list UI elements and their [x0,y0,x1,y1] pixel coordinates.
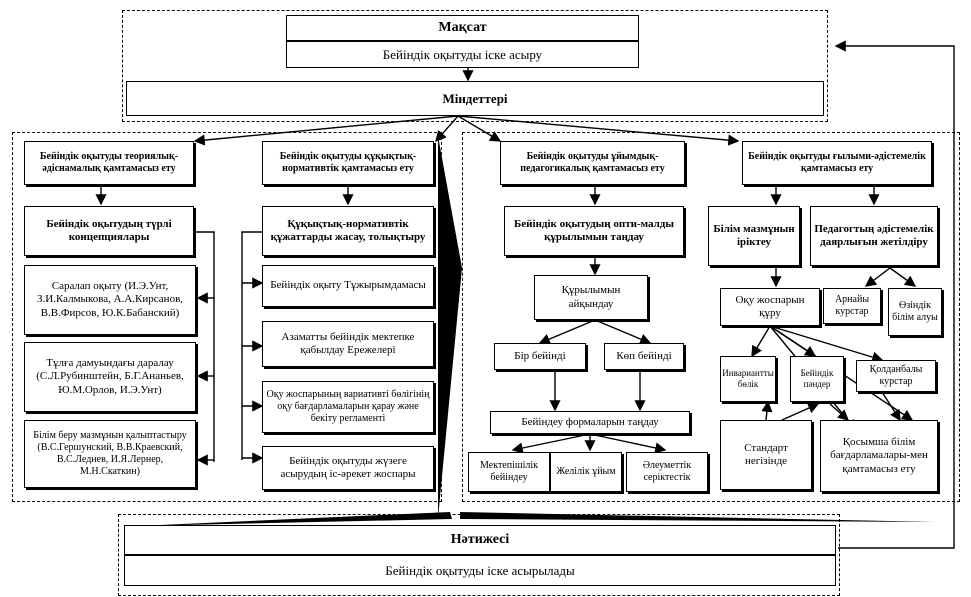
branch-theory: Бейіндік оқытуды теориялық-әдіснамалық қ… [24,141,194,185]
goal-title: Мақсат [286,15,639,41]
goal-text: Бейіндік оқытуды іске асыру [286,41,639,68]
org-multi: Көп бейінді [604,343,684,370]
science-applied: Қолданбалы курстар [856,360,936,392]
science-content: Білім мазмұнын іріктеу [708,206,800,266]
result-title: Нәтижесі [124,525,836,555]
science-invariant: Инвариантты бөлік [720,356,776,402]
theory-header: Бейіндік оқытудың түрлі концепциялары [24,206,194,256]
org-forms: Бейіндеу формаларын таңдау [490,411,690,434]
legal-header: Құқықтық-нормативтік құжаттарды жасау, т… [262,206,434,256]
legal-item-1: Бейіндік оқыту Тұжырымдамасы [262,265,434,307]
right-group-frame [462,132,960,502]
org-form-3: Әлеуметтік серіктестік [626,452,708,492]
legal-item-2: Азаматты бейіндік мектепке қабылдау Ереж… [262,321,434,367]
org-single: Бір бейінді [494,343,586,370]
org-structure: Құрылымын айқындау [534,275,648,320]
branch-legal: Бейіндік оқытуды құқықтық-нормативтік қа… [262,141,434,185]
legal-item-3: Оқу жоспарының вариативті бөлігінің оқу … [262,381,434,433]
science-profile: Бейіндік пәндер [790,356,844,402]
org-form-2: Желілік ұйым [550,452,622,492]
legal-item-4: Бейіндік оқытуды жүзеге асырудың іс-әрек… [262,446,434,490]
result-text: Бейіндік оқытуды іске асырылады [124,555,836,586]
theory-item-2: Тұлға дамуындағы даралау (С.Л.Рубинштейн… [24,342,196,412]
goal-frame [122,10,828,122]
science-selfedu: Өзіндік білім алуы [888,288,942,336]
science-special: Арнайы курстар [823,288,881,324]
science-standard: Стандарт негізінде [720,420,812,490]
org-header: Бейіндік оқытудың опти-малды құрылымын т… [504,206,684,256]
theory-item-1: Саралап оқыту (И.Э.Унт, З.И.Калмыкова, А… [24,265,196,335]
science-extra: Қосымша білім бағдарламалары-мен қамтама… [820,420,938,492]
theory-item-3: Білім беру мазмұнын қалыптастыру (В.С.Ге… [24,420,196,488]
tasks-title: Міндеттері [126,81,824,116]
org-form-1: Мектепішілік бейіндеу [468,452,550,492]
science-plan: Оқу жоспарын құру [720,288,820,326]
branch-science: Бейіндік оқытуды ғылыми-әдістемелік қамт… [742,141,932,185]
science-teacher: Педагогтың әдістемелік даярлығын жетілді… [810,206,938,266]
branch-org: Бейіндік оқытуды ұйымдық-педагогикалық қ… [500,141,685,185]
